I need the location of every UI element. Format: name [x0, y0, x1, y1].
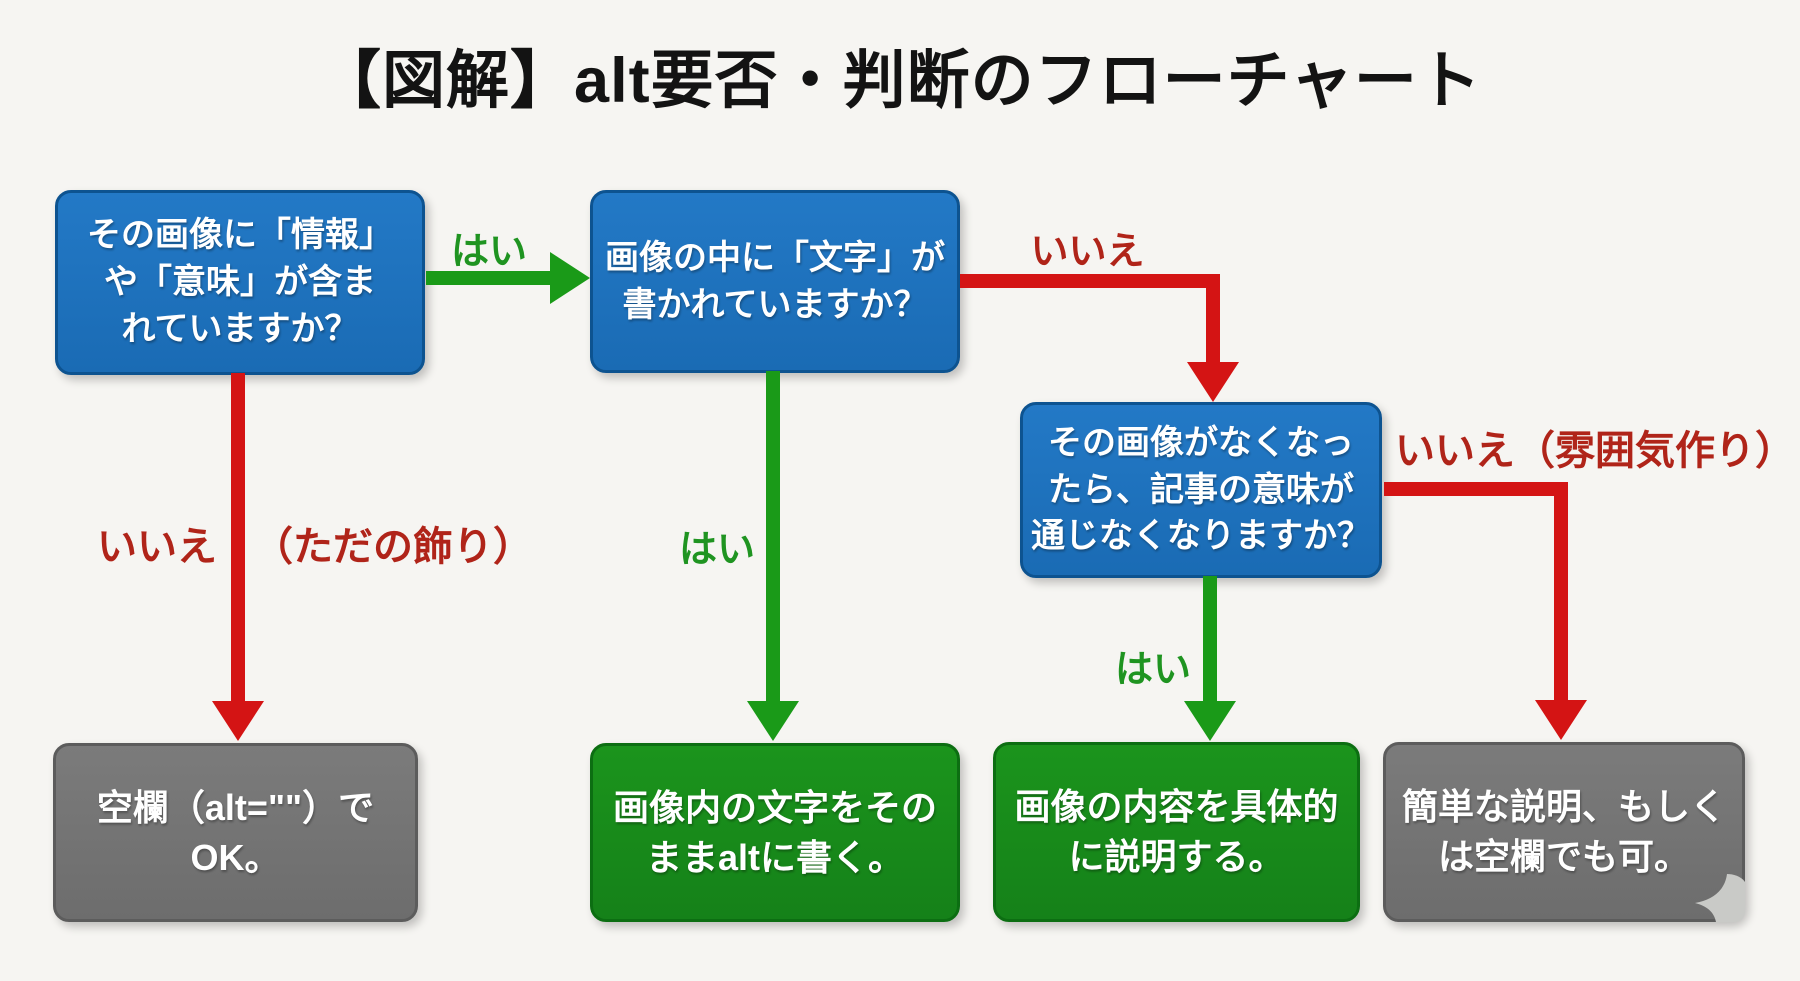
node-question-has-text: 画像の中に「文字」が 書かれていますか？: [590, 190, 960, 373]
arrowhead-down-icon: [1187, 362, 1239, 402]
node-text: 画像の中に「文字」が 書かれていますか？: [605, 238, 945, 324]
arrow-yes-q1-q2: [426, 271, 552, 285]
arrowhead-right-icon: [550, 252, 590, 304]
node-result-write-text-in-alt: 画像内の文字をその ままaltに書く。: [590, 743, 960, 922]
node-result-simple-or-empty: 簡単な説明、もしく は空欄でも可。: [1383, 742, 1745, 922]
node-text: その画像がなくなっ たら、記事の意味が 通じなくなりますか？: [1031, 423, 1371, 556]
node-text: 簡単な説明、もしく は空欄でも可。: [1401, 786, 1726, 877]
arrowhead-down-icon: [747, 701, 799, 741]
arrowhead-down-icon: [1184, 701, 1236, 741]
edge-label-yes: はい: [450, 231, 527, 273]
arrowhead-down-icon: [1535, 700, 1587, 740]
node-question-has-info: その画像に「情報」 や「意味」が含ま れていますか？: [55, 190, 425, 375]
node-text: その画像に「情報」 や「意味」が含ま れていますか？: [87, 216, 393, 348]
arrow-no-q3-r4: [1554, 482, 1568, 702]
arrow-no-q3-r4: [1384, 482, 1568, 496]
node-text: 空欄（alt=""）でOK。: [96, 786, 375, 878]
edge-label-no: いいえ: [97, 525, 217, 569]
node-text: 画像内の文字をその ままaltに書く。: [612, 786, 937, 878]
arrow-no-q2-q3: [1206, 274, 1220, 364]
node-result-describe-content: 画像の内容を具体的 に説明する。: [993, 742, 1360, 922]
edge-label-no: いいえ: [1030, 231, 1145, 273]
arrowhead-down-icon: [212, 701, 264, 741]
node-result-empty-alt-ok: 空欄（alt=""）でOK。: [53, 743, 418, 922]
node-text: 画像の内容を具体的 に説明する。: [1014, 786, 1339, 877]
arrow-yes-q2-r2: [766, 371, 780, 703]
arrow-no-q2-q3: [960, 274, 1220, 288]
edge-label-yes: はい: [1114, 649, 1191, 691]
edge-label-yes: はい: [678, 529, 755, 571]
node-question-meaning-lost: その画像がなくなっ たら、記事の意味が 通じなくなりますか？: [1020, 402, 1382, 578]
edge-label-no-mood: いいえ（雰囲気作り）: [1395, 429, 1795, 473]
page-curl-icon: [1695, 874, 1745, 922]
page-title: 【図解】alt要否・判断のフローチャート: [318, 46, 1482, 116]
arrow-yes-q3-r3: [1203, 576, 1217, 703]
arrow-no-q1-r1: [231, 373, 245, 703]
edge-label-no-note: （ただの飾り）: [253, 525, 533, 569]
